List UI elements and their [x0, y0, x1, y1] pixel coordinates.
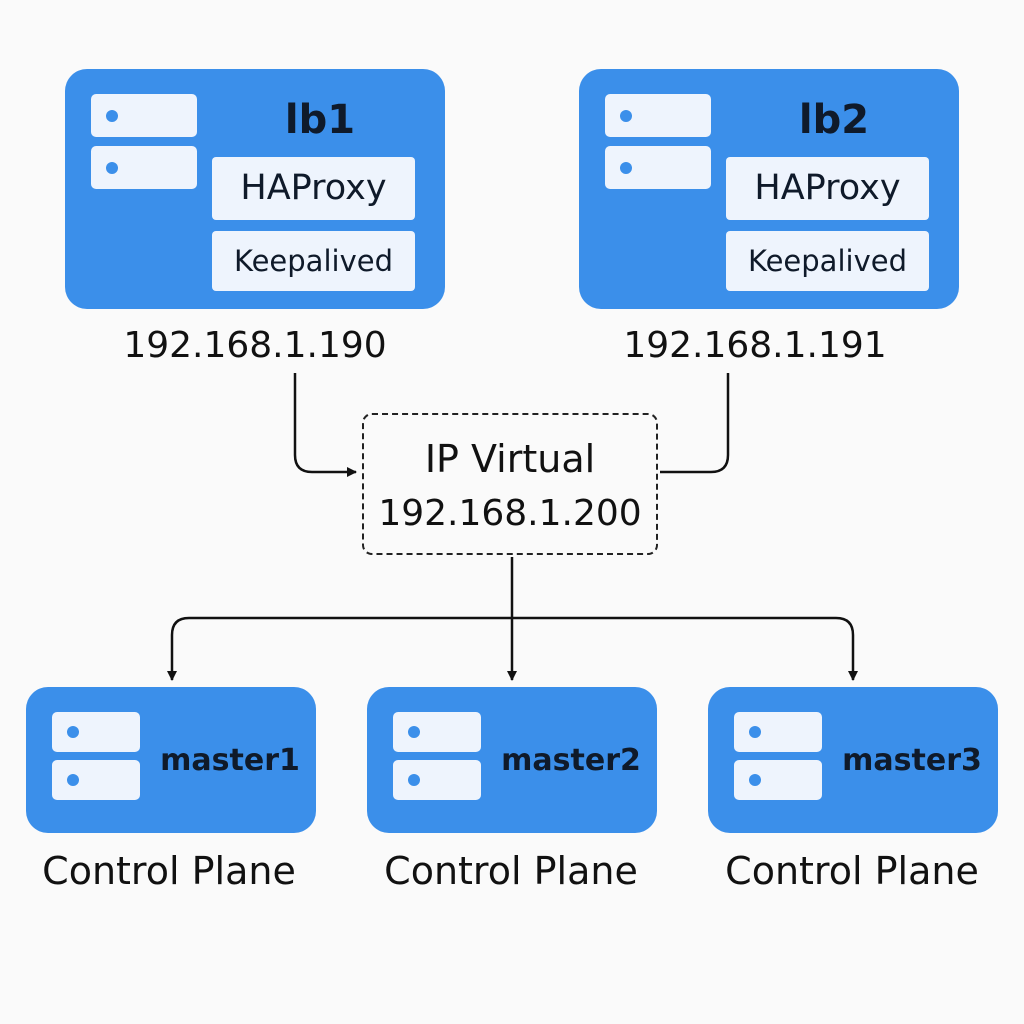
lb2-node: lb2 HAProxy Keepalived [579, 69, 959, 309]
status-led-icon [106, 109, 118, 122]
status-led-icon [620, 161, 632, 174]
lb1-haproxy: HAProxy [212, 157, 415, 220]
virtual-ip-address: 192.168.1.200 [378, 493, 642, 534]
lb2-keepalived: Keepalived [726, 231, 929, 291]
status-led-icon [408, 726, 420, 738]
connector-lb2-to-vip [660, 373, 730, 474]
connector-to-master1 [167, 616, 190, 681]
server-rack-icon [52, 712, 140, 752]
server-rack-icon [393, 712, 481, 752]
server-rack-icon [734, 712, 822, 752]
status-led-icon [408, 774, 420, 786]
lb2-ip: 192.168.1.191 [623, 325, 887, 366]
master2-role: Control Plane [384, 849, 638, 893]
status-led-icon [106, 161, 118, 174]
lb1-ip: 192.168.1.190 [123, 325, 387, 366]
master2-node: master2 [367, 687, 657, 833]
master1-label: master1 [160, 742, 300, 778]
status-led-icon [749, 774, 761, 786]
server-rack-icon [52, 760, 140, 800]
server-rack-icon [605, 146, 711, 189]
master3-role: Control Plane [725, 849, 979, 893]
server-rack-icon [91, 94, 197, 137]
master1-role: Control Plane [42, 849, 296, 893]
lb1-node: lb1 HAProxy Keepalived [65, 69, 445, 309]
master3-node: master3 [708, 687, 998, 833]
lb2-haproxy: HAProxy [726, 157, 929, 220]
status-led-icon [620, 109, 632, 122]
lb2-title: lb2 [798, 97, 870, 143]
server-rack-icon [734, 760, 822, 800]
virtual-ip-box: IP Virtual 192.168.1.200 [362, 413, 658, 555]
connector-lb1-to-vip [293, 373, 357, 477]
master1-node: master1 [26, 687, 316, 833]
master3-label: master3 [842, 742, 982, 778]
status-led-icon [749, 726, 761, 738]
server-rack-icon [393, 760, 481, 800]
lb1-keepalived: Keepalived [212, 231, 415, 291]
server-rack-icon [605, 94, 711, 137]
virtual-ip-title: IP Virtual [424, 437, 596, 481]
status-led-icon [67, 726, 79, 738]
connector-to-master3 [835, 616, 858, 681]
lb1-title: lb1 [284, 97, 356, 143]
server-rack-icon [91, 146, 197, 189]
status-led-icon [67, 774, 79, 786]
master2-label: master2 [501, 742, 641, 778]
